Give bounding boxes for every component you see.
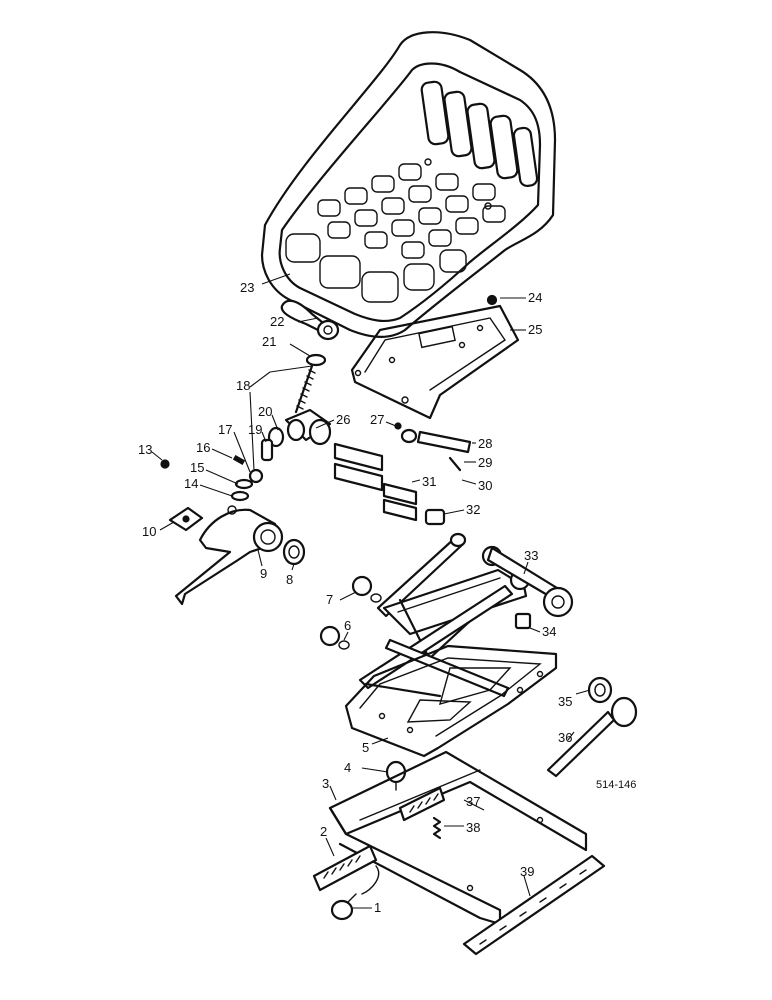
bush-7 xyxy=(351,575,382,603)
base-plate-5 xyxy=(344,644,558,758)
block-32 xyxy=(424,508,446,526)
callout-34: 34 xyxy=(542,624,556,639)
damper-28 xyxy=(400,428,472,454)
callout-26: 26 xyxy=(336,412,350,427)
drawing-code: 514-146 xyxy=(596,779,636,791)
callout-19: 19 xyxy=(248,422,262,437)
callout-7: 7 xyxy=(326,592,333,607)
lever-arm-9 xyxy=(174,505,284,606)
callout-24: 24 xyxy=(528,290,542,305)
seat-base-plate xyxy=(350,304,520,420)
nut-17 xyxy=(248,468,264,484)
bush-35 xyxy=(587,676,613,704)
callout-21: 21 xyxy=(262,334,276,349)
callout-13: 13 xyxy=(138,442,152,457)
spring-38 xyxy=(432,816,442,840)
callout-1: 1 xyxy=(374,900,381,915)
callout-20: 20 xyxy=(258,404,272,419)
callout-10: 10 xyxy=(142,524,156,539)
callout-35: 35 xyxy=(558,694,572,709)
pin-29 xyxy=(448,456,462,472)
callout-33: 33 xyxy=(524,548,538,563)
block-34 xyxy=(514,612,532,630)
callout-38: 38 xyxy=(466,820,480,835)
rack-2 xyxy=(312,844,380,895)
washer-21 xyxy=(305,353,327,367)
scissor-mechanism xyxy=(358,532,574,698)
callout-37: 37 xyxy=(466,794,480,809)
handle-36 xyxy=(546,696,638,778)
slide-rail-37 xyxy=(328,750,588,926)
callout-labels: 23 24 25 22 21 18 20 26 19 17 16 13 15 1… xyxy=(138,280,636,915)
rail-39 xyxy=(462,854,606,956)
callout-25: 25 xyxy=(528,322,542,337)
callout-16: 16 xyxy=(196,440,210,455)
callout-3: 3 xyxy=(322,776,329,791)
adjust-lever xyxy=(280,299,340,341)
spring-16 xyxy=(232,454,246,466)
callout-28: 28 xyxy=(478,436,492,451)
callout-39: 39 xyxy=(520,864,534,879)
callout-8: 8 xyxy=(286,572,293,587)
callout-27: 27 xyxy=(370,412,384,427)
nut-13 xyxy=(160,459,170,469)
callout-32: 32 xyxy=(466,502,480,517)
callout-22: 22 xyxy=(270,314,284,329)
callout-17: 17 xyxy=(218,422,232,437)
nut-24 xyxy=(486,294,498,306)
callout-5: 5 xyxy=(362,740,369,755)
trunnion-26 xyxy=(284,408,332,446)
bush-6 xyxy=(319,625,350,650)
washer-14 xyxy=(230,490,250,502)
callout-6: 6 xyxy=(344,618,351,633)
callout-30: 30 xyxy=(478,478,492,493)
callout-23: 23 xyxy=(240,280,254,295)
callout-2: 2 xyxy=(320,824,327,839)
bush-8 xyxy=(282,538,306,566)
bracket-10 xyxy=(168,506,204,532)
callout-14: 14 xyxy=(184,476,198,491)
seat-pan xyxy=(260,31,557,338)
callout-36: 36 xyxy=(558,730,572,745)
callout-29: 29 xyxy=(478,455,492,470)
callout-15: 15 xyxy=(190,460,204,475)
rack-3 xyxy=(398,786,446,822)
cap-1 xyxy=(330,893,357,921)
pads-31 xyxy=(333,442,418,522)
callout-31: 31 xyxy=(422,474,436,489)
callout-18: 18 xyxy=(236,378,250,393)
leader-lines xyxy=(151,273,591,909)
pin-19 xyxy=(260,438,274,462)
callout-4: 4 xyxy=(344,760,351,775)
callout-9: 9 xyxy=(260,566,267,581)
washer-15 xyxy=(234,478,254,490)
threaded-rod xyxy=(294,364,316,414)
